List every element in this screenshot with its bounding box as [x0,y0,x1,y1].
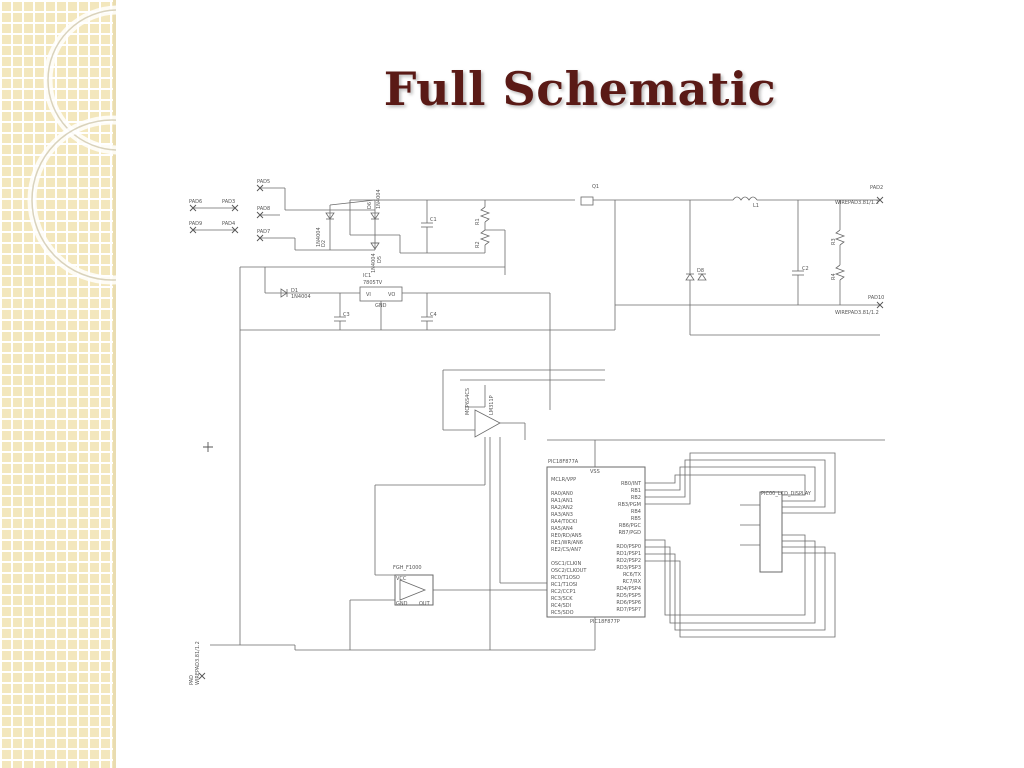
label-gnd: GND [396,601,408,607]
mcu-left-pin: RE2/CS/AN7 [551,547,581,553]
mcu-left-pin: RC2/CCP1 [551,589,576,595]
label-d1-part: 1N4004 [291,294,311,300]
mcu-left-pin: OSC2/CLKOUT [551,568,587,574]
label-d5: D5 [377,256,383,263]
mcu-left-pin: RC4/SDI [551,603,571,609]
label-mclr: MCLR/VPP [551,477,576,483]
mcu-left-pin: OSC1/CLKIN [551,561,581,567]
label-opamp-b: LM311P [489,395,495,415]
label-wire-bot: WIREPAD3.81/1.2 [835,310,879,316]
mcu-left-pin: RA4/T0CKI [551,519,577,525]
label-pad8: PAD8 [257,206,270,212]
mcu-right-pin-labels: RB0/INTRB1RB2RB3/PGMRB4RB5RB6/PGCRB7/PGD… [616,481,642,613]
label-c4: C4 [430,312,437,318]
label-pad2: PAD2 [870,185,883,191]
mcu-right-pin: RB0/INT [621,481,642,487]
mcu-left-pin: RC3/SCK [551,596,573,602]
label-d2-part: 1N4004 [316,227,322,247]
label-r1: R1 [475,218,481,225]
mcu-right-pin: RC7/RX [623,579,642,585]
label-mcu-top: PIC18F877A [548,459,579,465]
mcu-left-pin: RC0/T1OSO [551,575,580,581]
mcu-right-pin: RC6/TX [623,572,642,578]
mcu-left-pin-labels: RA0/AN0RA1/AN1RA2/AN2RA3/AN3RA4/T0CKIRA5… [551,491,587,616]
mcu-right-pin: RD7/PSP7 [616,607,641,613]
label-c2: C2 [802,266,809,272]
label-ic-vi: VI [366,292,371,298]
mcu-right-pin: RB1 [631,488,641,494]
label-vcc: VCC [396,576,407,582]
label-vss: VSS [590,469,600,475]
mcu-right-pin: RB3/PGM [618,502,641,508]
label-lcd: PIC00_LCD_DISPLAY [761,491,812,497]
label-d6-part: 1N4004 [376,189,382,209]
label-wire-top: WIREPAD3.81/1.2 [835,200,879,206]
label-opamp: MCP6S4CS [465,388,471,415]
label-q1: Q1 [592,184,599,190]
mcu-right-pin: RD3/PSP3 [616,565,641,571]
label-d2: D2 [321,240,327,247]
mcu-left-pin: RC1/T1OSI [551,582,577,588]
label-pad6: PAD6 [189,199,202,205]
mcu-right-pin: RB7/PGD [618,530,641,536]
decorative-circles [27,5,116,285]
mcu-left-pin: RA5/AN4 [551,526,573,532]
mcu-right-pin: RD6/PSP6 [616,600,641,606]
label-d6: D6 [367,202,373,209]
sidebar-grid-pattern [0,0,113,768]
label-pad5: PAD5 [257,179,270,185]
mcu-left-pin: RC5/SDO [551,610,574,616]
label-d1: D1 [291,288,298,294]
label-r3: R3 [831,238,837,245]
sidebar-edge [113,0,116,768]
mcu-left-pin: RA0/AN0 [551,491,573,497]
mcu-left-pin: RA3/AN3 [551,512,573,518]
mcu-right-pin: RB4 [631,509,641,515]
slide-title: Full Schematic [383,62,777,116]
label-ic-gnd: GND [375,303,387,309]
label-pad3: PAD3 [222,199,235,205]
mcu-right-pin: RB5 [631,516,641,522]
mcu-right-pin: RD1/PSP1 [616,551,641,557]
label-pad4: PAD4 [222,221,235,227]
mcu-right-pin: RB2 [631,495,641,501]
label-c1: C1 [430,217,437,223]
mcu-right-pin: RD4/PSP4 [616,586,641,592]
mcu-right-pin: RD2/PSP2 [616,558,641,564]
mcu-right-pin: RD5/PSP5 [616,593,641,599]
mcu-right-pin: RD0/PSP0 [616,544,641,550]
label-c3: C3 [343,312,350,318]
label-pad7: PAD7 [257,229,270,235]
label-mcu-bot: PIC18F877P [590,619,620,625]
label-l1: L1 [753,203,759,209]
mcu-left-pin: RA2/AN2 [551,505,573,511]
label-ic-vo: VO [388,292,395,298]
label-ic1-part: 7805TV [363,280,383,286]
label-fgh: FGH_F1000 [393,565,422,571]
label-d8: D8 [697,268,704,274]
mcu-left-pin: RE1/WR/AN6 [551,540,583,546]
circuit-schematic: PAD5 PAD6 PAD3 PAD8 PAD9 PAD4 PAD7 PAD2 … [189,179,885,685]
mcu-right-pin: RB6/PGC [619,523,642,529]
label-out: OUT [419,601,431,607]
label-d5-part: 1N4004 [371,253,377,273]
label-pad9: PAD9 [189,221,202,227]
mcu-left-pin: RE0/RD/AN5 [551,533,582,539]
label-pad-left: PAD [189,675,195,685]
label-r4: R4 [831,273,837,280]
label-wire-left: WIREPAD3.81/1.2 [195,641,201,685]
label-r2: R2 [475,241,481,248]
label-pad10: PAD10 [868,295,884,301]
label-ic1: IC1 [363,273,371,279]
mcu-left-pin: RA1/AN1 [551,498,573,504]
